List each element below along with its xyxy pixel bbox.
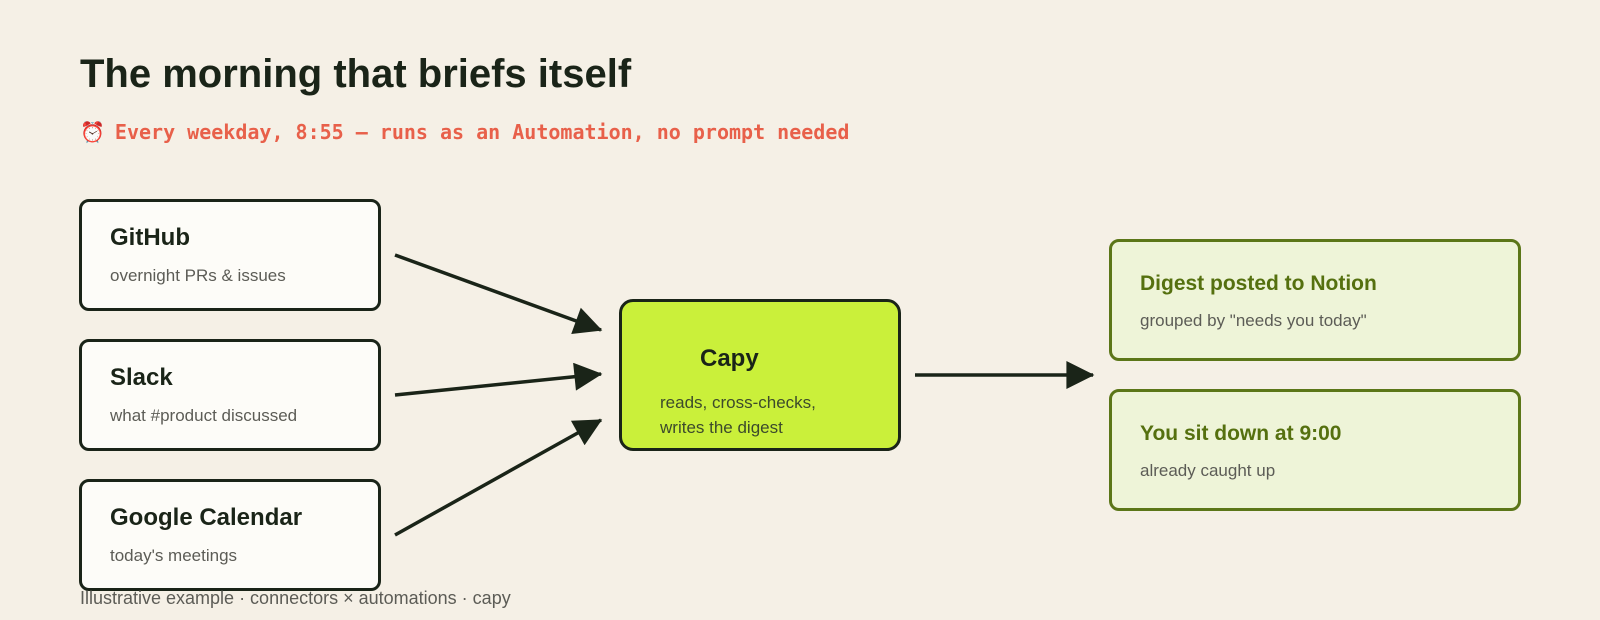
hub-node-capy: Capy reads, cross-checks, writes the dig… xyxy=(619,299,901,451)
arrow-calendar-to-capy xyxy=(394,418,603,537)
hub-description: reads, cross-checks, writes the digest xyxy=(660,390,890,440)
arrow-slack-to-capy xyxy=(394,362,603,397)
arrow-github-to-capy xyxy=(394,253,603,335)
output-description: grouped by "needs you today" xyxy=(1140,311,1367,330)
source-description: today's meetings xyxy=(110,546,238,565)
hub-name: Capy xyxy=(700,345,759,372)
output-name: You sit down at 9:00 xyxy=(1140,422,1342,445)
source-node-slack: Slack what #product discussed xyxy=(79,339,381,451)
output-node-notion-digest: Digest posted to Notion grouped by "need… xyxy=(1109,239,1521,361)
source-name: Slack xyxy=(110,364,173,391)
hub-description-text: reads, cross-checks, writes the digest xyxy=(660,393,816,437)
source-description: what #product discussed xyxy=(110,406,298,425)
alarm-clock-icon: ⏰ xyxy=(80,120,105,144)
source-node-google-calendar: Google Calendar today's meetings xyxy=(79,479,381,591)
source-node-github: GitHub overnight PRs & issues xyxy=(79,199,381,311)
output-name: Digest posted to Notion xyxy=(1140,272,1377,295)
source-name: Google Calendar xyxy=(110,504,303,531)
page-title: The morning that briefs itself xyxy=(80,52,632,96)
source-description: overnight PRs & issues xyxy=(110,266,286,285)
source-name: GitHub xyxy=(110,224,190,251)
footer-caption: Illustrative example · connectors × auto… xyxy=(80,588,511,608)
output-description: already caught up xyxy=(1140,461,1276,480)
output-node-sit-down: You sit down at 9:00 already caught up xyxy=(1109,389,1521,511)
schedule-text: Every weekday, 8:55 — runs as an Automat… xyxy=(114,120,850,144)
schedule-line: ⏰ Every weekday, 8:55 — runs as an Automa… xyxy=(80,120,849,144)
